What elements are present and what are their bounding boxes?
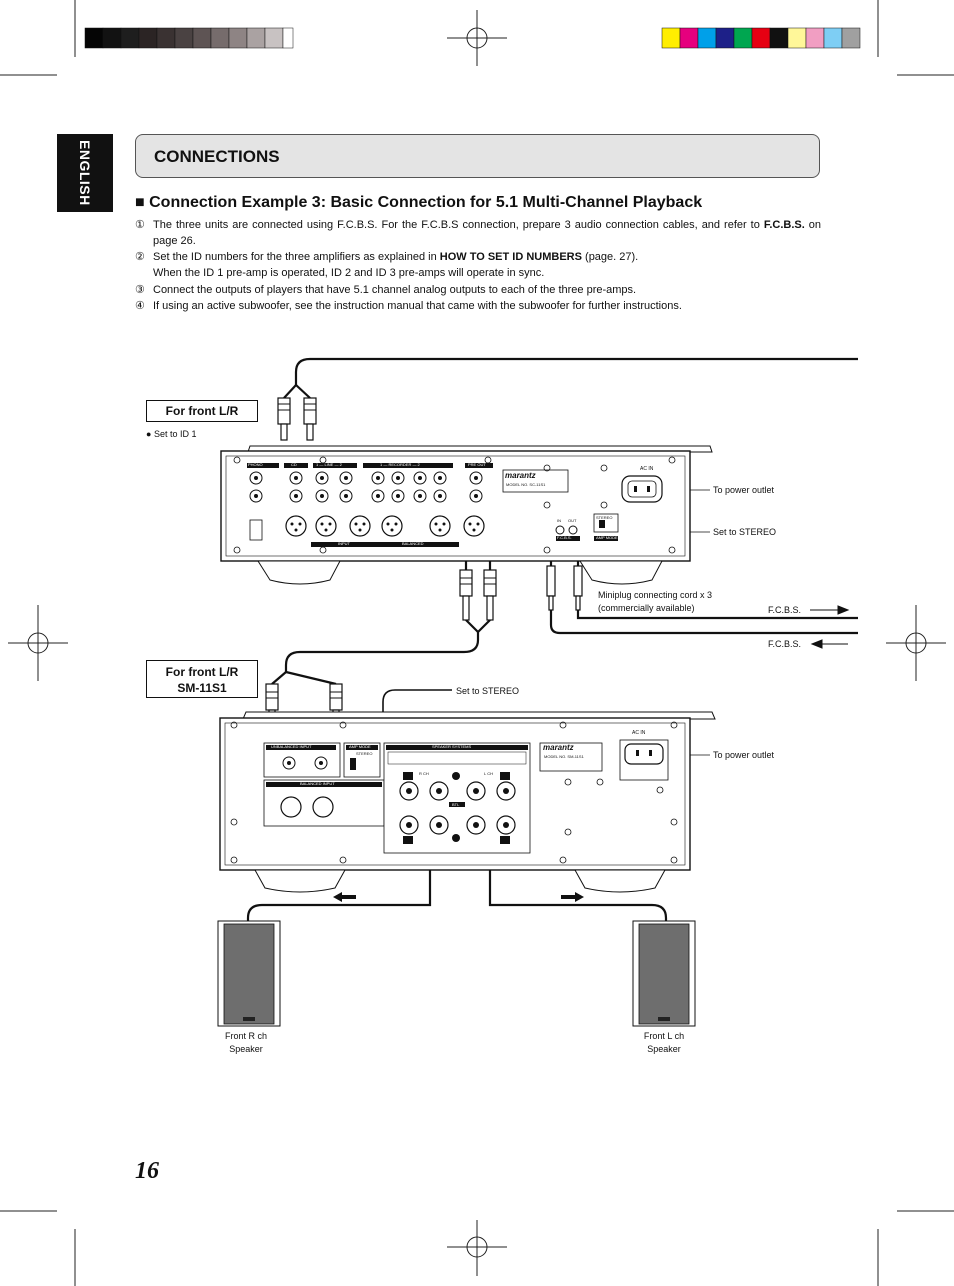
step-text-end: on page 26. <box>153 219 821 247</box>
page-number: 16 <box>135 1158 159 1184</box>
label-front-lr-poweramp: For front L/R SM-11S1 <box>146 660 258 698</box>
preamp-model: MODEL NO. SC-11S1 <box>506 482 546 487</box>
label-front-lr-preamp: For front L/R <box>146 400 258 422</box>
language-tab-label: ENGLISH <box>77 140 93 206</box>
step-number: ① <box>135 219 145 231</box>
step-bold: HOW TO SET ID NUMBERS <box>439 251 582 263</box>
set-to-id-text: Set to ID 1 <box>153 429 197 439</box>
to-power-outlet-1: To power outlet <box>713 485 775 495</box>
amp-ampmode-label: AMP MODE <box>349 744 371 749</box>
preamp-recorder-label: 1 — RECORDER — 2 <box>380 462 420 467</box>
step-4: ④ If using an active subwoofer, see the … <box>135 298 821 314</box>
amp-model: MODEL NO. SM-11S1 <box>544 754 584 759</box>
step-text: If using an active subwoofer, see the in… <box>153 300 682 312</box>
amp-unbalanced-label: UNBALANCED INPUT <box>271 744 312 749</box>
step-1: ① The three units are connected using F.… <box>135 217 821 249</box>
preamp-acin-label: AC IN <box>640 466 654 472</box>
preamp-balanced-label: BALANCED <box>402 541 424 546</box>
amp-logo: marantz <box>543 743 574 752</box>
speaker-right-caption: Front R ch Speaker <box>206 1030 286 1056</box>
preamp-ampmode-label: AMP MODE <box>596 535 618 540</box>
speaker-right-caption-2: Speaker <box>229 1044 263 1054</box>
preamp-cd-label: CD <box>291 462 297 467</box>
amp-acin-label: AC IN <box>632 730 646 736</box>
speaker-right-caption-1: Front R ch <box>224 1031 267 1041</box>
step-text: Set the ID numbers for the three amplifi… <box>153 251 440 263</box>
preamp-fcbs-in-label: IN <box>557 518 561 523</box>
step-number: ③ <box>135 284 145 296</box>
preamp-logo: marantz <box>505 471 536 480</box>
speaker-left-caption-2: Speaker <box>647 1044 681 1054</box>
miniplug-label-1: Miniplug connecting cord x 3 <box>598 590 713 600</box>
preamp-preout-label: PRE OUT <box>468 462 486 467</box>
step-text: The three units are connected using F.C.… <box>153 219 760 231</box>
fcbs-out-label: F.C.B.S. <box>768 605 802 615</box>
amp-btl-label: BTL <box>452 802 460 807</box>
speaker-left <box>632 920 696 1027</box>
preamp-phono-label: PHONO <box>248 462 263 467</box>
step-bold: F.C.B.S. <box>763 219 805 231</box>
speaker-right <box>217 920 281 1027</box>
step-number: ② <box>135 251 145 263</box>
speaker-left-caption-1: Front L ch <box>643 1031 685 1041</box>
preamp-line-label: 1 — LINE — 2 <box>316 462 342 467</box>
label-front-lr-line1: For front L/R <box>165 665 239 679</box>
step-3: ③ Connect the outputs of players that ha… <box>135 282 821 298</box>
step-number: ④ <box>135 300 145 312</box>
amp-rch-label: R CH <box>419 771 429 776</box>
set-to-stereo-2: Set to STEREO <box>456 686 520 696</box>
language-tab: ENGLISH <box>57 134 113 212</box>
amp-stereo-label: STEREO <box>356 751 373 756</box>
miniplug-label-2: (commercially available) <box>598 603 695 613</box>
step-text-end: (page. 27). <box>581 251 639 263</box>
amp-balanced-label: BALANCED INPUT <box>300 781 335 786</box>
to-power-outlet-2: To power outlet <box>713 750 775 760</box>
section-header: CONNECTIONS <box>135 134 820 178</box>
label-front-lr-line2: SM-11S1 <box>177 681 227 695</box>
set-to-id-label: ● Set to ID 1 <box>146 429 197 439</box>
set-to-stereo-1: Set to STEREO <box>713 527 777 537</box>
power-amp-unit <box>219 711 716 902</box>
speaker-left-caption: Front L ch Speaker <box>624 1030 704 1056</box>
preamp-input-label: INPUT <box>338 541 350 546</box>
step-2: ② Set the ID numbers for the three ampli… <box>135 249 821 281</box>
section-title: CONNECTIONS <box>154 147 280 166</box>
page-heading: ■ Connection Example 3: Basic Connection… <box>135 194 703 211</box>
preamp-fcbs-label: F.C.B.S. <box>557 535 572 540</box>
step-text: Connect the outputs of players that have… <box>153 284 637 296</box>
preamp-unit <box>220 445 713 585</box>
amp-lch-label: L CH <box>484 771 493 776</box>
preamp-fcbs-out-label: OUT <box>568 518 577 523</box>
fcbs-in-label: F.C.B.S. <box>768 639 802 649</box>
step-text-continued: When the ID 1 pre-amp is operated, ID 2 … <box>153 267 545 279</box>
amp-speaker-systems-label: SPEAKER SYSTEMS <box>432 744 472 749</box>
preamp-stereo-label: STEREO <box>596 515 613 520</box>
